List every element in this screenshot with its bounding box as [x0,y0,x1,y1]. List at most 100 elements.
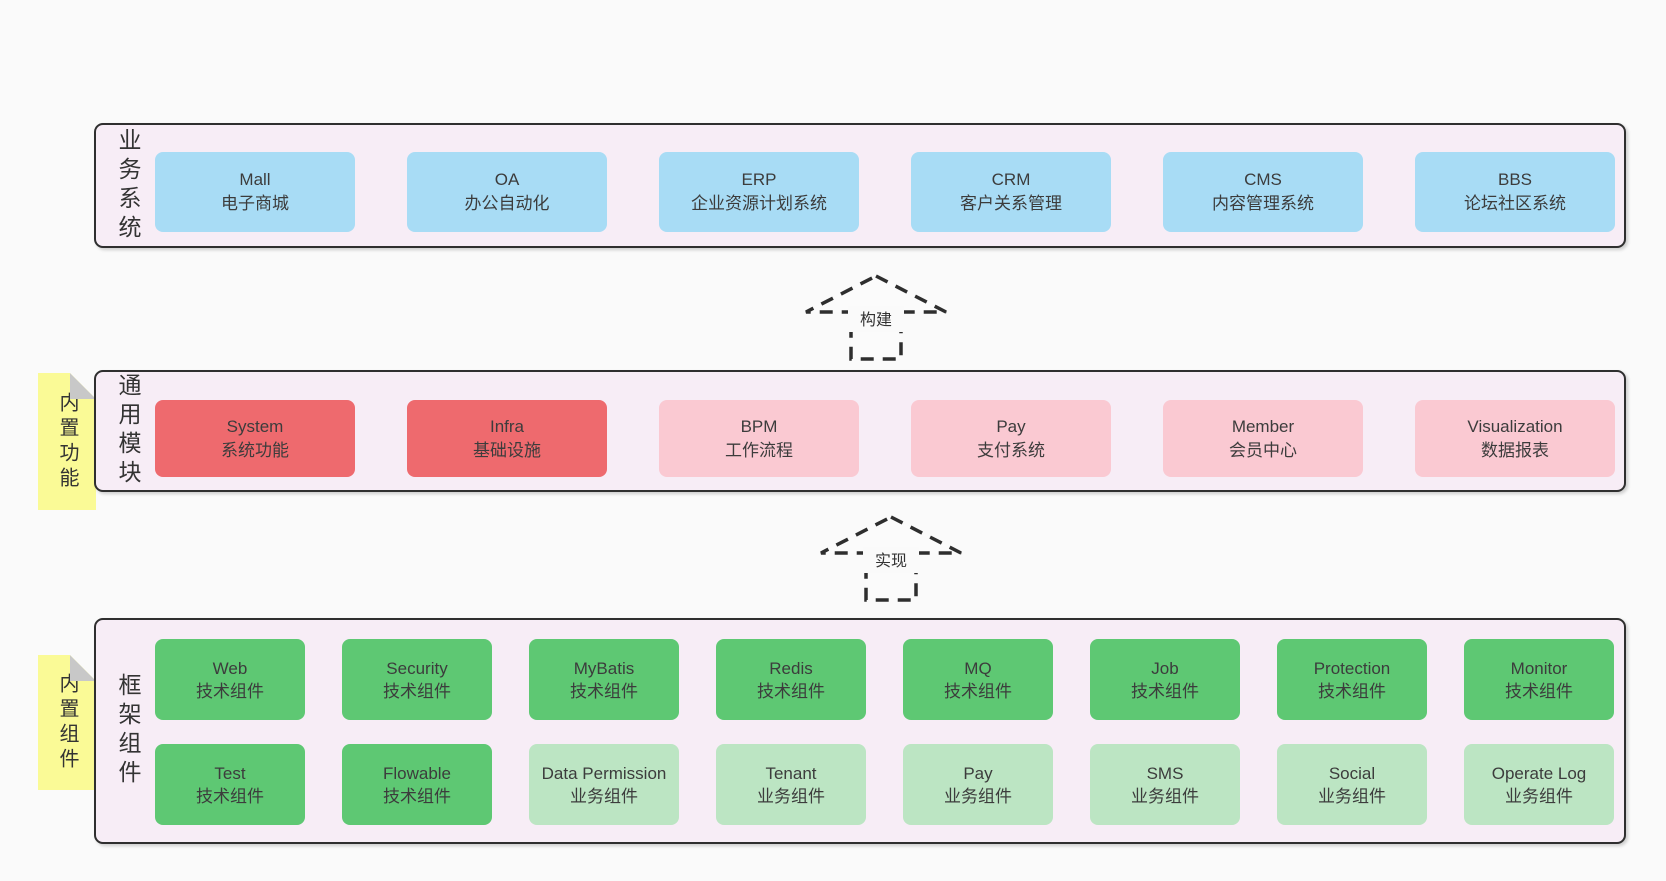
box-title: Protection [1313,658,1391,678]
box-row: Mall 电子商城 OA 办公自动化 ERP 企业资源计划系统 CRM 客户关系管理 CMS 内容… [155,152,1615,232]
box-subtitle: 技术组件 [570,681,638,701]
component-box: Data Permission 业务组件 [529,744,679,825]
box-title: Job [1151,658,1179,678]
box-subtitle: 基础设施 [473,440,541,460]
component-box: Flowable 技术组件 [342,744,492,825]
component-box: Tenant 业务组件 [716,744,866,825]
component-box: OA 办公自动化 [407,152,607,232]
box-subtitle: 客户关系管理 [960,194,1062,213]
box-subtitle: 业务组件 [1131,786,1199,806]
box-title: MQ [964,658,992,678]
layer-side-label: 框架组件 [115,673,141,789]
box-subtitle: 技术组件 [383,786,451,806]
component-box: ERP 企业资源计划系统 [659,152,859,232]
component-box: Web 技术组件 [155,639,305,720]
sticky-tab-built-in-features: 内置功能 [38,373,96,510]
box-title: Security [386,658,448,678]
box-title: Flowable [382,763,452,783]
box-subtitle: 电子商城 [221,194,289,213]
fold-corner [70,373,96,399]
box-subtitle: 技术组件 [196,786,264,806]
box-title: CRM [991,170,1031,189]
component-box: CRM 客户关系管理 [911,152,1111,232]
box-subtitle: 支付系统 [977,440,1045,460]
box-subtitle: 业务组件 [1318,786,1386,806]
box-subtitle: 业务组件 [1505,786,1573,806]
box-subtitle: 企业资源计划系统 [691,194,827,213]
box-title: BPM [740,416,778,436]
box-subtitle: 技术组件 [1505,681,1573,701]
box-title: ERP [741,170,777,189]
box-title: SMS [1146,763,1184,783]
arrow-build: 构建 [805,274,947,361]
box-title: Visualization [1467,416,1563,436]
sticky-tab-built-in-components: 内置组件 [38,655,96,790]
box-title: Data Permission [541,763,667,783]
layer-side-label: 通用模块 [115,373,141,489]
component-box: Infra 基础设施 [407,400,607,477]
box-title: Pay [963,763,993,783]
arrow-implement: 实现 [820,515,962,602]
box-subtitle: 业务组件 [570,786,638,806]
component-box: Test 技术组件 [155,744,305,825]
sticky-tab-label: 内置组件 [56,672,78,773]
arrow-label-background [848,306,904,332]
box-title: CMS [1244,170,1282,189]
box-title: Mall [239,170,271,189]
box-subtitle: 会员中心 [1229,440,1297,460]
fold-corner [70,655,96,681]
layer-side-label: 业务系统 [115,127,141,244]
component-box: SMS 业务组件 [1090,744,1240,825]
component-box: Job 技术组件 [1090,639,1240,720]
box-title: Test [214,763,246,783]
box-subtitle: 技术组件 [383,681,451,701]
box-title: OA [494,170,520,189]
sticky-tab-label: 内置功能 [56,391,78,492]
arrow-label: 构建 [860,311,892,329]
box-subtitle: 办公自动化 [464,194,550,213]
arrow-label-background [863,547,919,573]
box-subtitle: 数据报表 [1481,440,1549,460]
box-title: Pay [996,416,1026,436]
component-box: Security 技术组件 [342,639,492,720]
box-title: Web [212,658,248,678]
component-box: Mall 电子商城 [155,152,355,232]
box-subtitle: 内容管理系统 [1212,194,1314,213]
arrow-label: 实现 [875,552,907,570]
box-subtitle: 业务组件 [757,786,825,806]
box-title: Tenant [765,763,817,783]
box-subtitle: 技术组件 [1318,681,1386,701]
component-box: Redis 技术组件 [716,639,866,720]
box-subtitle: 系统功能 [221,440,289,460]
component-box: MQ 技术组件 [903,639,1053,720]
box-title: System [226,416,284,436]
component-box: Visualization 数据报表 [1415,400,1615,477]
box-title: Infra [489,416,525,436]
box-subtitle: 技术组件 [757,681,825,701]
component-box: Monitor 技术组件 [1464,639,1614,720]
box-subtitle: 技术组件 [944,681,1012,701]
box-subtitle: 论坛社区系统 [1464,194,1566,213]
layer-panel-business-systems: 业务系统 Mall 电子商城 OA 办公自动化 ERP 企业资源计划系统 CRM 客户关系管理… [94,123,1626,248]
box-subtitle: 技术组件 [196,681,264,701]
box-title: MyBatis [573,658,635,678]
box-title: Monitor [1510,658,1568,678]
component-box: CMS 内容管理系统 [1163,152,1363,232]
component-box: MyBatis 技术组件 [529,639,679,720]
component-box: Protection 技术组件 [1277,639,1427,720]
box-title: Redis [769,658,813,678]
box-subtitle: 技术组件 [1131,681,1199,701]
component-box: System 系统功能 [155,400,355,477]
